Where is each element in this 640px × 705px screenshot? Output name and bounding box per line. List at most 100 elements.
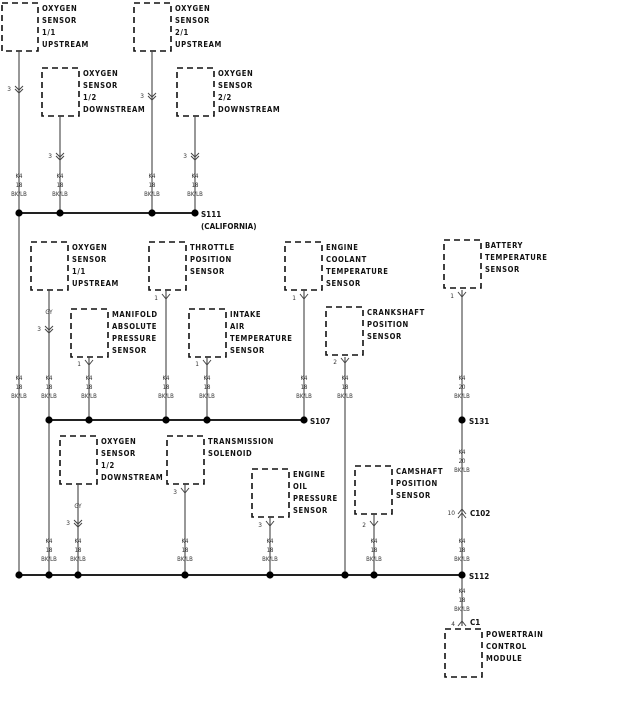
splice-dot (341, 571, 349, 579)
component-box-tps (148, 241, 187, 291)
connector-icon-iat (202, 359, 212, 366)
component-label-o2-11-up-a: 1/1 (42, 28, 56, 37)
wire-color-o2-11-up-a: BK/LB (11, 191, 27, 198)
component-label-o2-11-up-a: OXYGEN (42, 4, 77, 13)
splice-label-s107: S107 (310, 417, 330, 426)
splice-note-s111: (CALIFORNIA) (201, 222, 257, 231)
component-box-eop (251, 468, 290, 518)
wire-code-eop: K4 (267, 538, 275, 545)
component-label-o2-12-down-b: 1/2 (101, 461, 115, 470)
pin-number-o2-21-up: 3 (140, 92, 144, 100)
wire-color-c102: BK/LB (454, 556, 470, 563)
component-box-batt-temp (443, 239, 482, 289)
wire-gauge-pcm: 18 (459, 597, 466, 604)
pcm-connector-icon (457, 620, 467, 627)
pin-number-cmp: 2 (362, 521, 366, 529)
wire-color-ckp: BK/LB (337, 393, 353, 400)
splice-dot (15, 571, 23, 579)
component-box-ckp (325, 306, 364, 356)
component-label-eop: SENSOR (293, 506, 328, 515)
wire-gauge-iat: 18 (204, 384, 211, 391)
component-label-map: SENSOR (112, 346, 147, 355)
component-label-pcm: POWERTRAIN (486, 630, 543, 639)
wire-color-o2-12-down-a: BK/LB (52, 191, 68, 198)
component-label-tps: POSITION (190, 255, 232, 264)
connector-icon-o2-11-up-b (44, 328, 54, 334)
wire-color-lower: BK/LB (41, 556, 57, 563)
pin-number-o2-12-down-b: 3 (66, 519, 70, 527)
wire-color-o2-12-down-b: BK/LB (70, 556, 86, 563)
component-label-eop: OIL (293, 482, 308, 491)
component-box-o2-11-up-a (1, 2, 39, 52)
component-label-batt-temp: BATTERY (485, 241, 524, 250)
wire-code-tps: K4 (163, 375, 171, 382)
connector-icon-o2-21-up (147, 95, 157, 101)
c102-connector-icon (457, 512, 467, 519)
component-label-o2-11-up-b: OXYGEN (72, 243, 107, 252)
component-box-o2-12-down-a (41, 67, 80, 117)
wire-gauge-s131: 20 (459, 458, 466, 465)
component-box-o2-11-up-b (30, 241, 69, 291)
wire-code-pcm: K4 (459, 588, 467, 595)
component-label-o2-12-down-a: DOWNSTREAM (83, 105, 145, 114)
wire-gauge-o2-12-down-a: 18 (57, 182, 64, 189)
splice-dot (370, 571, 378, 579)
pin-number-ckp: 2 (333, 358, 337, 366)
splice-dot (148, 209, 156, 217)
component-label-iat: SENSOR (230, 346, 265, 355)
wire-code-c102: K4 (459, 538, 467, 545)
wire-code-ect: K4 (301, 375, 309, 382)
connector-icon-eop (265, 520, 275, 527)
component-label-tps: THROTTLE (190, 243, 235, 252)
wire-code-cmp: K4 (371, 538, 379, 545)
wire-color-trunk: BK/LB (11, 393, 27, 400)
component-label-o2-12-down-b: DOWNSTREAM (101, 473, 163, 482)
wire-code-o2-11-up-a: K4 (16, 173, 24, 180)
connector-icon-o2-21-up (147, 92, 157, 98)
c102-connector-icon (457, 508, 467, 515)
wire-gauge-ect: 18 (301, 384, 308, 391)
component-label-o2-22-down: DOWNSTREAM (218, 105, 280, 114)
component-label-map: ABSOLUTE (112, 322, 157, 331)
wire-code-ckp: K4 (342, 375, 350, 382)
connector-icon-o2-11-up-a (14, 88, 24, 94)
wire-color-ect: BK/LB (296, 393, 312, 400)
component-label-cmp: SENSOR (396, 491, 431, 500)
connector-icon-o2-12-down-a (55, 155, 65, 161)
splice-label-s112: S112 (469, 572, 489, 581)
component-label-map: PRESSURE (112, 334, 157, 343)
connector-icon-o2-12-down-a (55, 152, 65, 158)
wire-code-trans-sol: K4 (182, 538, 190, 545)
wire-color-tps: BK/LB (158, 393, 174, 400)
connector-icon-o2-11-up-a (14, 85, 24, 91)
wire-gauge-map: 18 (86, 384, 93, 391)
component-label-o2-12-down-a: OXYGEN (83, 69, 118, 78)
wire-gauge-o2-21-up: 18 (149, 182, 156, 189)
wire-color-s131: BK/LB (454, 467, 470, 474)
wire-code-o2-11-up-b: K4 (46, 375, 54, 382)
wire-gauge-batt: 20 (459, 384, 466, 391)
c102-pin: 10 (448, 509, 456, 517)
wire-code-o2-22-down: K4 (192, 173, 200, 180)
splice-label-s111: S111 (201, 210, 221, 219)
wire-color-o2-21-up: BK/LB (144, 191, 160, 198)
component-label-ckp: SENSOR (367, 332, 402, 341)
connector-icon-cmp (369, 520, 379, 527)
component-label-trans-sol: SOLENOID (208, 449, 252, 458)
wire-code-o2-12-down-a: K4 (57, 173, 65, 180)
splice-dot (458, 416, 466, 424)
connector-icon-o2-11-up-b (44, 325, 54, 331)
splice-dot (266, 571, 274, 579)
wire-code-o2-12-down-b: K4 (75, 538, 83, 545)
wire-color-o2-22-down: BK/LB (187, 191, 203, 198)
wire-color-gy-2: GY (74, 503, 82, 510)
splice-dot (203, 416, 211, 424)
wire-gauge-o2-12-down-b: 18 (75, 547, 82, 554)
wire-code-o2-21-up: K4 (149, 173, 157, 180)
component-box-o2-12-down-b (59, 435, 98, 485)
component-label-ect: TEMPERATURE (326, 267, 389, 276)
component-label-batt-temp: SENSOR (485, 265, 520, 274)
wire-color-map: BK/LB (81, 393, 97, 400)
splice-dot (15, 209, 23, 217)
component-box-iat (188, 308, 227, 358)
